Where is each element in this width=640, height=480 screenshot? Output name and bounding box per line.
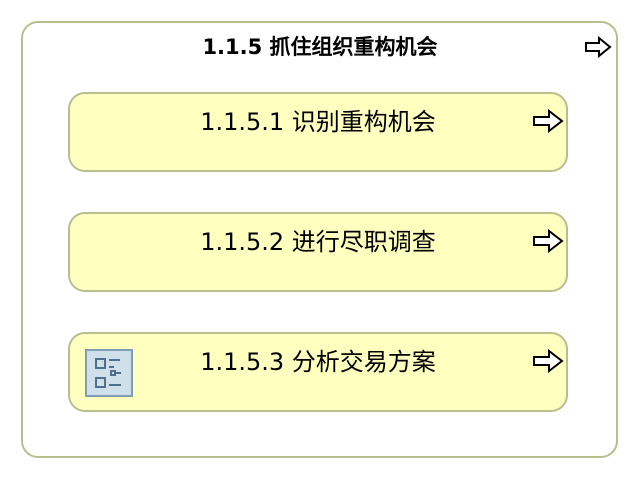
arrow-right-outline-icon[interactable] [532, 109, 564, 133]
process-card-label: 1.1.5.3 分析交易方案 [200, 348, 436, 376]
container-title: 1.1.5 抓住组织重构机会 [202, 35, 438, 59]
process-card-label: 1.1.5.1 识别重构机会 [200, 108, 436, 136]
process-card-2[interactable]: 1.1.5.2 进行尽职调查 [68, 212, 568, 292]
arrow-right-outline-icon[interactable] [584, 36, 612, 58]
arrow-right-outline-icon[interactable] [532, 349, 564, 373]
process-list-icon [85, 349, 133, 397]
arrow-right-outline-icon[interactable] [532, 229, 564, 253]
process-card-label: 1.1.5.2 进行尽职调查 [200, 228, 436, 256]
process-card-3[interactable]: 1.1.5.3 分析交易方案 [68, 332, 568, 412]
process-card-1[interactable]: 1.1.5.1 识别重构机会 [68, 92, 568, 172]
